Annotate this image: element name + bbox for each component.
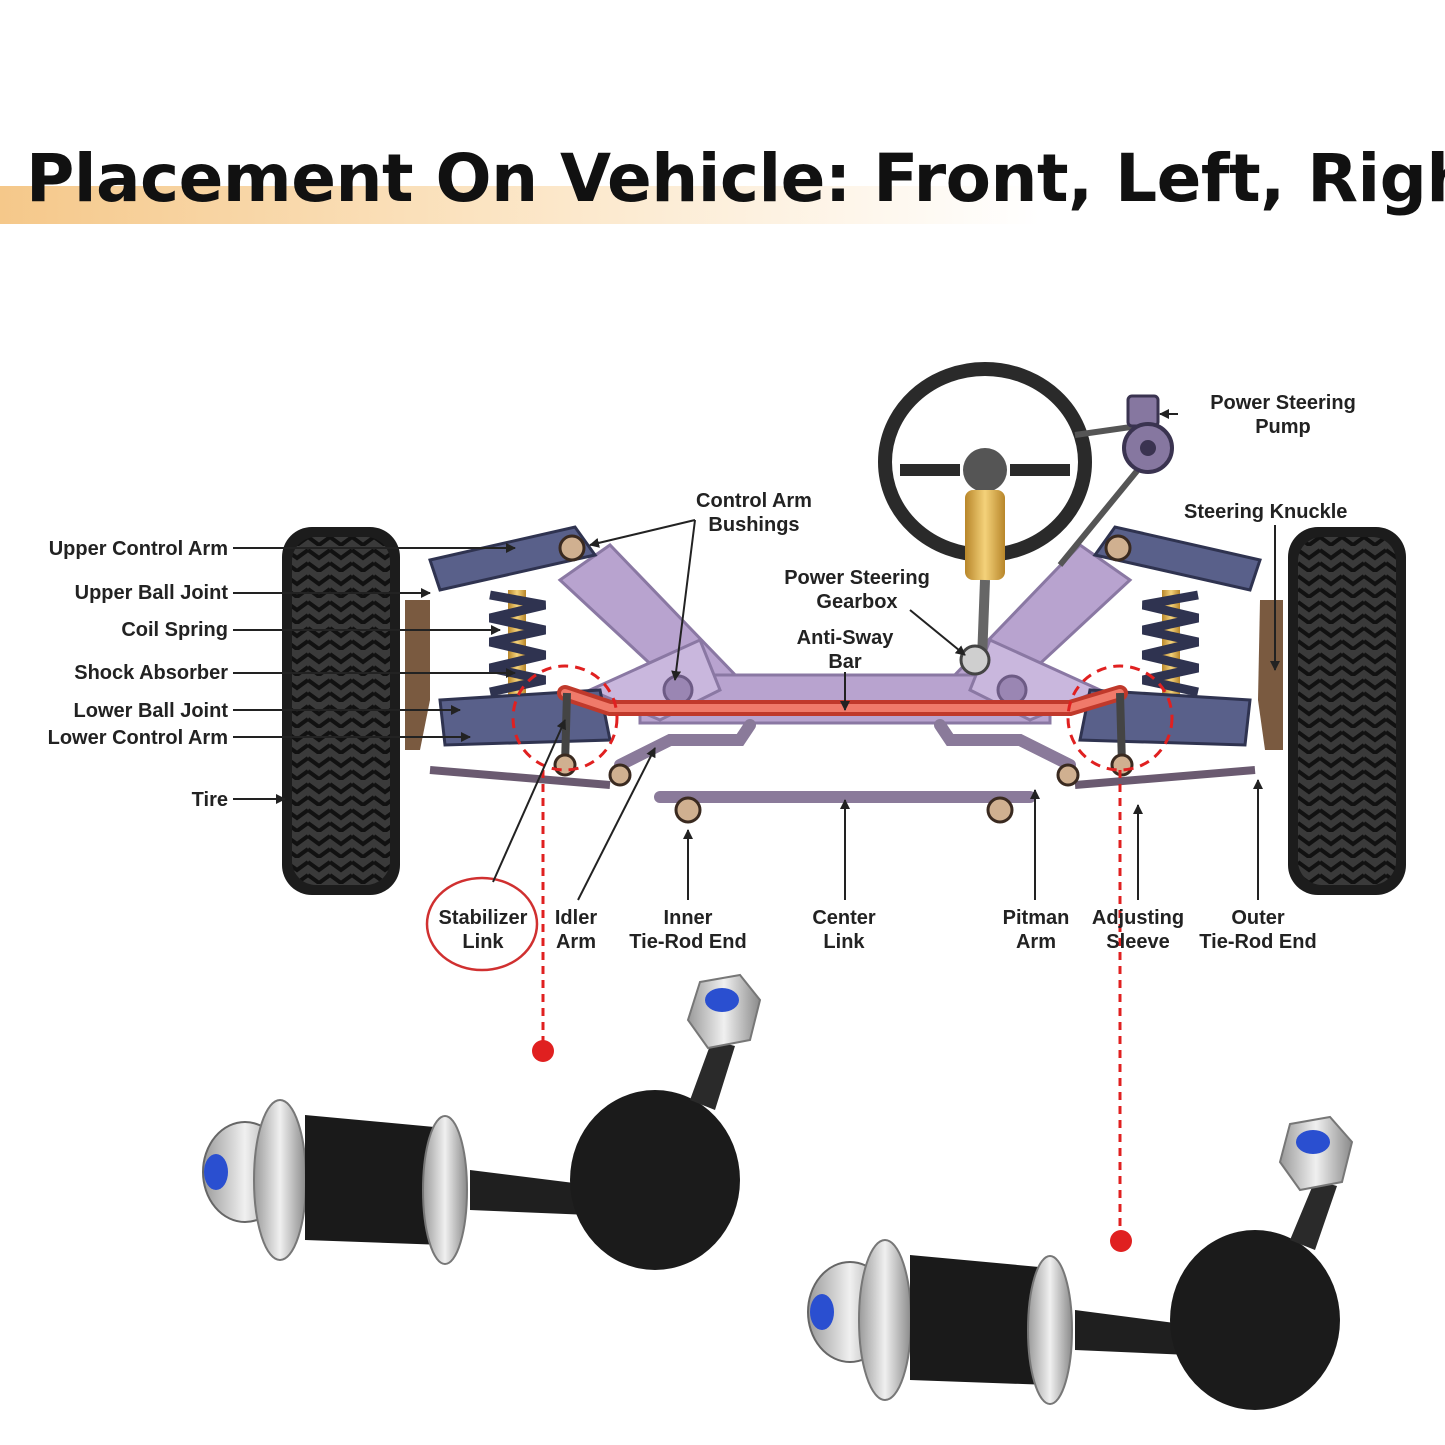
steering-linkage bbox=[429, 719, 1256, 824]
label-shock-absorber: Shock Absorber bbox=[74, 662, 228, 684]
stabilizer-link-label-circle bbox=[425, 876, 539, 972]
label-lower-control-arm: Lower Control Arm bbox=[47, 727, 228, 749]
leader-lines bbox=[233, 409, 1280, 901]
power-steering-pump-icon bbox=[1057, 394, 1174, 567]
steering-column bbox=[959, 490, 1005, 676]
stabilizer-link-part-left-icon bbox=[202, 973, 762, 1270]
label-steering-knuckle: Steering Knuckle bbox=[1184, 501, 1348, 523]
label-upper-ball-joint: Upper Ball Joint bbox=[74, 582, 228, 604]
coil-spring-right-icon bbox=[1141, 590, 1200, 710]
pointer-dot-right bbox=[1110, 1230, 1132, 1252]
label-coil-spring: Coil Spring bbox=[121, 619, 228, 641]
steering-knuckle-right bbox=[1258, 600, 1283, 750]
highlight-circle-right bbox=[1066, 664, 1174, 772]
label-lower-ball-joint: Lower Ball Joint bbox=[73, 700, 228, 722]
title-banner bbox=[0, 186, 1040, 224]
upper-control-arm-left bbox=[428, 525, 598, 592]
highlight-circle-left bbox=[511, 664, 619, 772]
page-title: Placement On Vehicle: Front, Left, Right bbox=[26, 140, 1445, 217]
label-tire: Tire bbox=[191, 789, 228, 811]
label-upper-control-arm: Upper Control Arm bbox=[48, 538, 228, 560]
steering-knuckle-left bbox=[405, 600, 430, 750]
stabilizer-link-part-right-icon bbox=[807, 1115, 1354, 1410]
tire-right-icon bbox=[1288, 527, 1406, 895]
upper-control-arm-right bbox=[1092, 525, 1262, 592]
coil-spring-left-icon bbox=[488, 590, 547, 710]
pointer-dot-left bbox=[532, 1040, 554, 1062]
